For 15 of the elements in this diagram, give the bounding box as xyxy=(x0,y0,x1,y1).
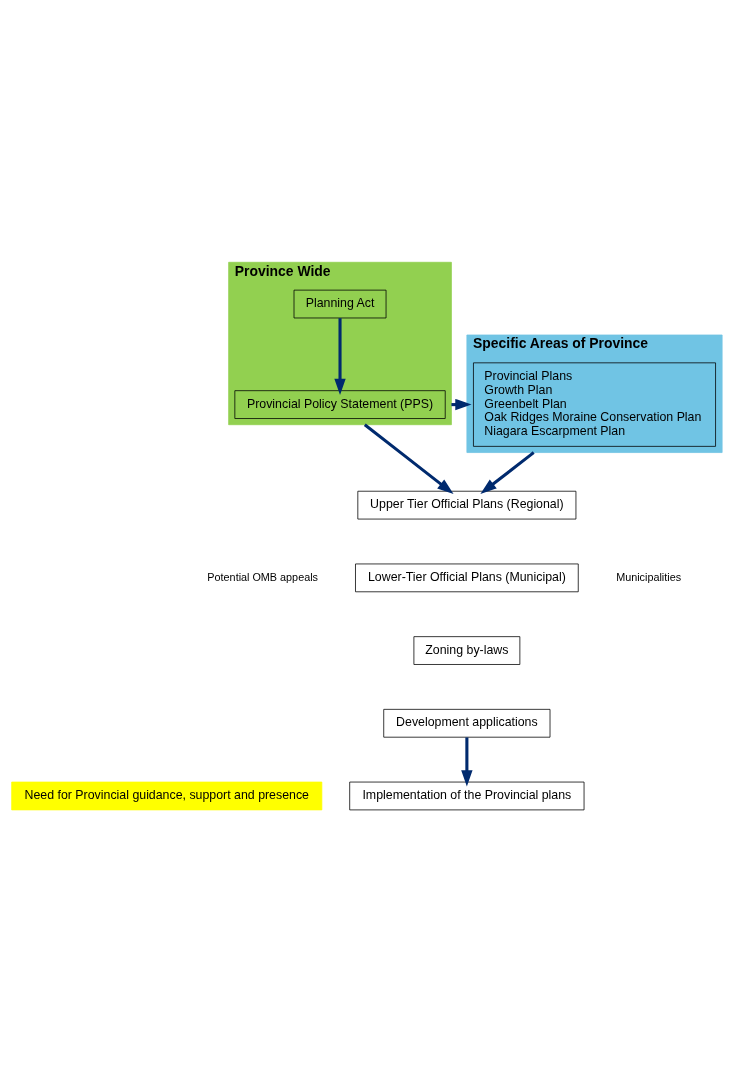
node-box: Need for Provincial guidance, support and presence xyxy=(11,781,323,811)
arrow xyxy=(334,318,346,396)
node-box: Lower-Tier Official Plans (Municipal) xyxy=(355,563,579,593)
node-box: Provincial Policy Statement (PPS) xyxy=(234,390,446,419)
node-box: Development applications xyxy=(383,708,551,738)
label: Potential OMB appeals xyxy=(207,570,318,583)
node-box: Provincial Plans Growth Plan Greenbelt Plan Oak Ridges Moraine Conservation Plan Niagara Escarpment Plan xyxy=(473,362,716,447)
node-box: Upper Tier Official Plans (Regional) xyxy=(357,490,577,520)
arrow xyxy=(363,423,454,494)
arrow xyxy=(480,451,535,494)
arrow xyxy=(461,737,473,787)
label: Municipalities xyxy=(616,570,682,583)
node-box: Implementation of the Provincial plans xyxy=(349,781,585,811)
node-box: Planning Act xyxy=(293,289,387,319)
node-box: Zoning by-laws xyxy=(413,636,521,665)
